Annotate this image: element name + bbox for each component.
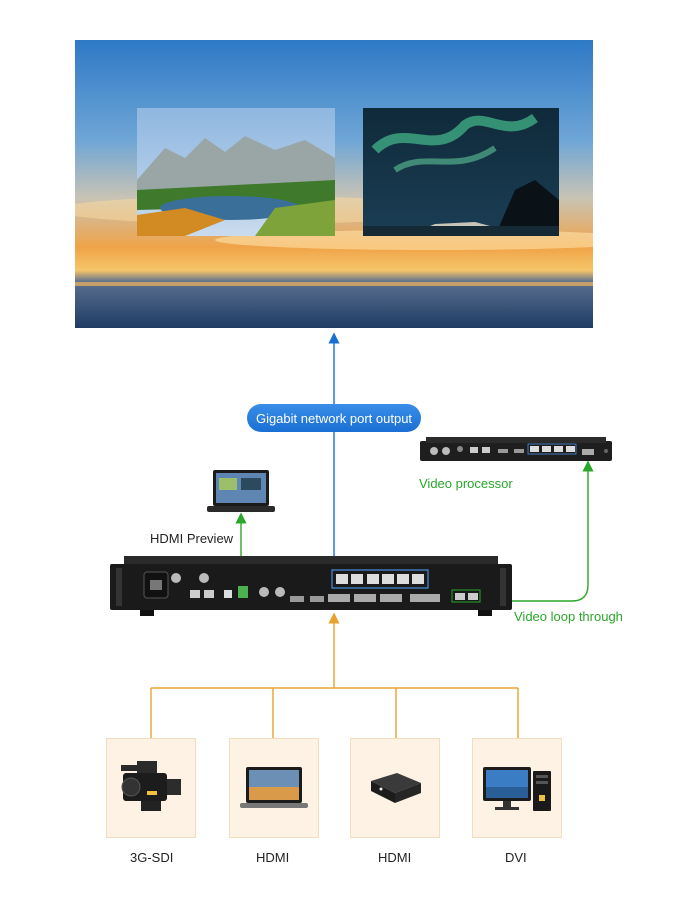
desktop-pc-icon [483, 767, 551, 811]
led-display-screen [75, 40, 593, 328]
laptop-icon [240, 767, 308, 808]
main-led-controller [110, 556, 512, 616]
source-box-dvi-pc [472, 738, 562, 838]
video-processor-label: Video processor [419, 476, 513, 491]
source-box-hdmi-box [350, 738, 440, 838]
gigabit-output-label: Gigabit network port output [247, 404, 421, 432]
input-lines [150, 612, 519, 738]
source-label: HDMI [378, 850, 412, 865]
source-box-3g-sdi [106, 738, 196, 838]
secondary-video-processor [420, 437, 612, 461]
hdmi-preview-label: HDMI Preview [150, 531, 234, 546]
preview-laptop-icon [207, 470, 275, 512]
source-label: 3G-SDI [130, 850, 174, 865]
aurora-night-image [363, 108, 559, 236]
video-loop-label: Video loop through [514, 609, 623, 624]
source-label: HDMI [256, 850, 290, 865]
media-box-icon [371, 773, 421, 803]
source-label: DVI [505, 850, 527, 865]
camcorder-icon [121, 761, 181, 811]
source-box-hdmi-laptop [229, 738, 319, 838]
loop-line [484, 460, 594, 602]
mountain-lake-image [137, 108, 335, 236]
